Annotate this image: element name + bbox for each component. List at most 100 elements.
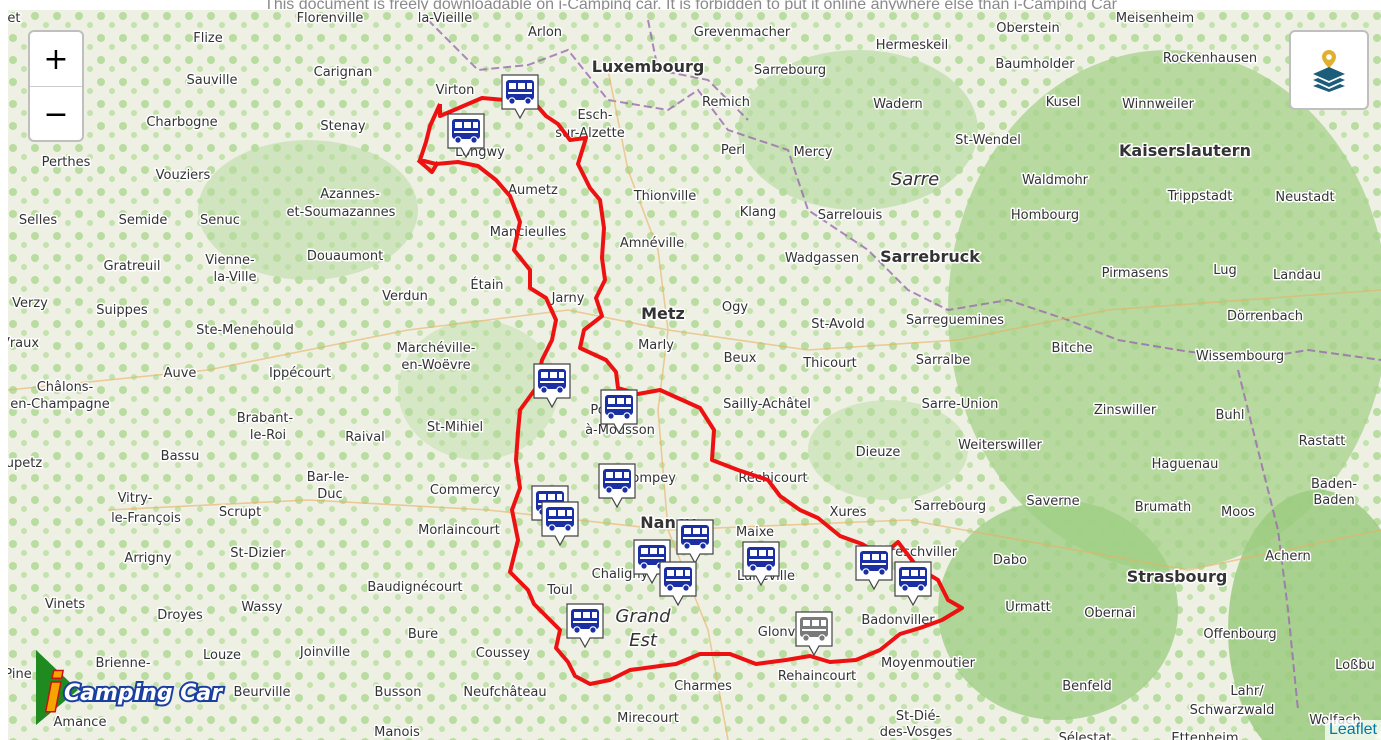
campsite-marker[interactable] <box>598 463 636 509</box>
place-label: Vraux <box>8 336 39 351</box>
place-label: Droyes <box>157 608 203 623</box>
place-label: Sarrebourg <box>914 499 986 514</box>
campsite-marker[interactable] <box>600 389 638 435</box>
campsite-marker[interactable] <box>676 519 714 565</box>
zoom-in-button[interactable]: + <box>43 41 69 77</box>
campsite-marker-inactive[interactable] <box>795 611 833 657</box>
camper-van-icon <box>603 469 631 494</box>
place-label: Verzy <box>12 296 48 311</box>
national-borders <box>427 19 1381 711</box>
place-label: Baumholder <box>995 57 1075 72</box>
place-label: Vienne- <box>205 253 255 268</box>
place-label: Waldmohr <box>1022 173 1089 188</box>
place-label: Vouziers <box>156 168 211 183</box>
place-label: Sarrelouis <box>818 208 883 223</box>
place-label: Mirecourt <box>617 711 679 726</box>
place-label: Sarralbe <box>916 353 971 368</box>
place-label: Commercy <box>430 483 501 498</box>
place-label: Offenbourg <box>1203 627 1276 642</box>
zoom-control: + − <box>28 30 84 142</box>
place-label: Metz <box>641 304 685 323</box>
place-label: Badonviller <box>861 613 935 628</box>
place-label: Gratreuil <box>103 259 160 274</box>
place-label: St-Mihiel <box>427 420 483 435</box>
campsite-marker[interactable] <box>894 561 932 607</box>
place-label: Coussey <box>476 646 531 661</box>
place-label: Ste-Menehould <box>196 323 294 338</box>
place-label: en-Champagne <box>10 397 110 412</box>
route-line <box>418 90 964 686</box>
place-label: Xures <box>830 505 867 520</box>
campsite-marker[interactable] <box>566 603 604 649</box>
place-label: Marchéville- <box>397 341 476 356</box>
place-label: Loßbu <box>1335 658 1375 673</box>
place-label: Luxembourg <box>592 57 705 76</box>
place-labels: cometFlorenvillela-VieilleArlonGrevenmac… <box>8 10 1376 740</box>
campsite-markers[interactable] <box>447 74 932 657</box>
campsite-marker[interactable] <box>533 363 571 409</box>
place-label: Esch- <box>577 108 612 123</box>
place-label: le-Roi <box>250 428 286 443</box>
place-label: Sauville <box>187 73 238 88</box>
campsite-marker[interactable] <box>447 113 485 159</box>
place-label: Trippstadt <box>1167 189 1233 204</box>
camper-van-icon <box>681 525 709 550</box>
place-label: Sarre-Union <box>922 397 999 412</box>
place-label: Thionville <box>633 189 697 204</box>
place-label: Châlons- <box>37 380 94 395</box>
place-label: Raival <box>345 430 385 445</box>
place-label: Strasbourg <box>1127 567 1228 586</box>
copyright-notice: This document is freely downloadable on … <box>264 0 1117 10</box>
place-label: Brienne- <box>95 656 150 671</box>
layers-button[interactable] <box>1289 30 1369 110</box>
map-container[interactable]: cometFlorenvillela-VieilleArlonGrevenmac… <box>8 10 1381 740</box>
camper-van-icon <box>664 567 692 592</box>
place-label: Rehaincourt <box>778 669 856 684</box>
campsite-marker[interactable] <box>855 545 893 591</box>
place-label: Saverne <box>1026 494 1079 509</box>
camper-van-icon <box>546 507 574 532</box>
place-label: Obernai <box>1084 606 1135 621</box>
map-canvas[interactable]: cometFlorenvillela-VieilleArlonGrevenmac… <box>8 10 1381 740</box>
place-label: Lug <box>1213 263 1237 278</box>
place-label: Bure <box>408 627 438 642</box>
place-label: Stenay <box>320 119 366 134</box>
route-path <box>416 90 964 686</box>
place-label: Flize <box>193 31 223 46</box>
place-label: Wadgassen <box>785 251 859 266</box>
place-label: Moos <box>1221 505 1255 520</box>
place-label: Neustadt <box>1275 190 1334 205</box>
place-label: comet <box>8 11 20 26</box>
leaflet-attribution-link[interactable]: Leaflet <box>1324 720 1381 740</box>
place-label: Mercy <box>793 145 832 160</box>
place-label: Baden <box>1313 493 1354 508</box>
place-label: Remich <box>702 95 750 110</box>
place-label: St-Dizier <box>230 546 286 561</box>
place-label: Manois <box>374 725 420 740</box>
place-label: Bassu <box>161 449 200 464</box>
place-label: Bar-le- <box>307 470 350 485</box>
place-label: Kaiserslautern <box>1119 141 1251 160</box>
campsite-marker[interactable] <box>501 74 539 120</box>
place-label: Vitry- <box>118 491 153 506</box>
place-label: Pirmasens <box>1102 266 1169 281</box>
place-label: Meisenheim <box>1116 11 1194 26</box>
place-label: Suippes <box>96 303 148 318</box>
place-label: en-Woëvre <box>401 358 470 373</box>
place-label: Dieuze <box>856 445 901 460</box>
zoom-out-button[interactable]: − <box>30 86 82 140</box>
place-label: Hermeskeil <box>876 38 949 53</box>
place-label: Moyenmoutier <box>881 656 976 671</box>
campsite-marker[interactable] <box>659 561 697 607</box>
place-label: Wadern <box>873 97 923 112</box>
place-label: Brumath <box>1135 500 1191 515</box>
place-label: Sarre <box>891 169 939 190</box>
campsite-marker[interactable] <box>742 541 780 587</box>
place-label: Kusel <box>1046 95 1081 110</box>
place-label: Sarreguemines <box>906 313 1004 328</box>
camper-van-icon <box>800 617 828 642</box>
place-label: Landau <box>1273 268 1321 283</box>
place-label: Est <box>629 630 658 651</box>
campsite-marker[interactable] <box>541 501 579 547</box>
layers-icon <box>1313 50 1345 92</box>
